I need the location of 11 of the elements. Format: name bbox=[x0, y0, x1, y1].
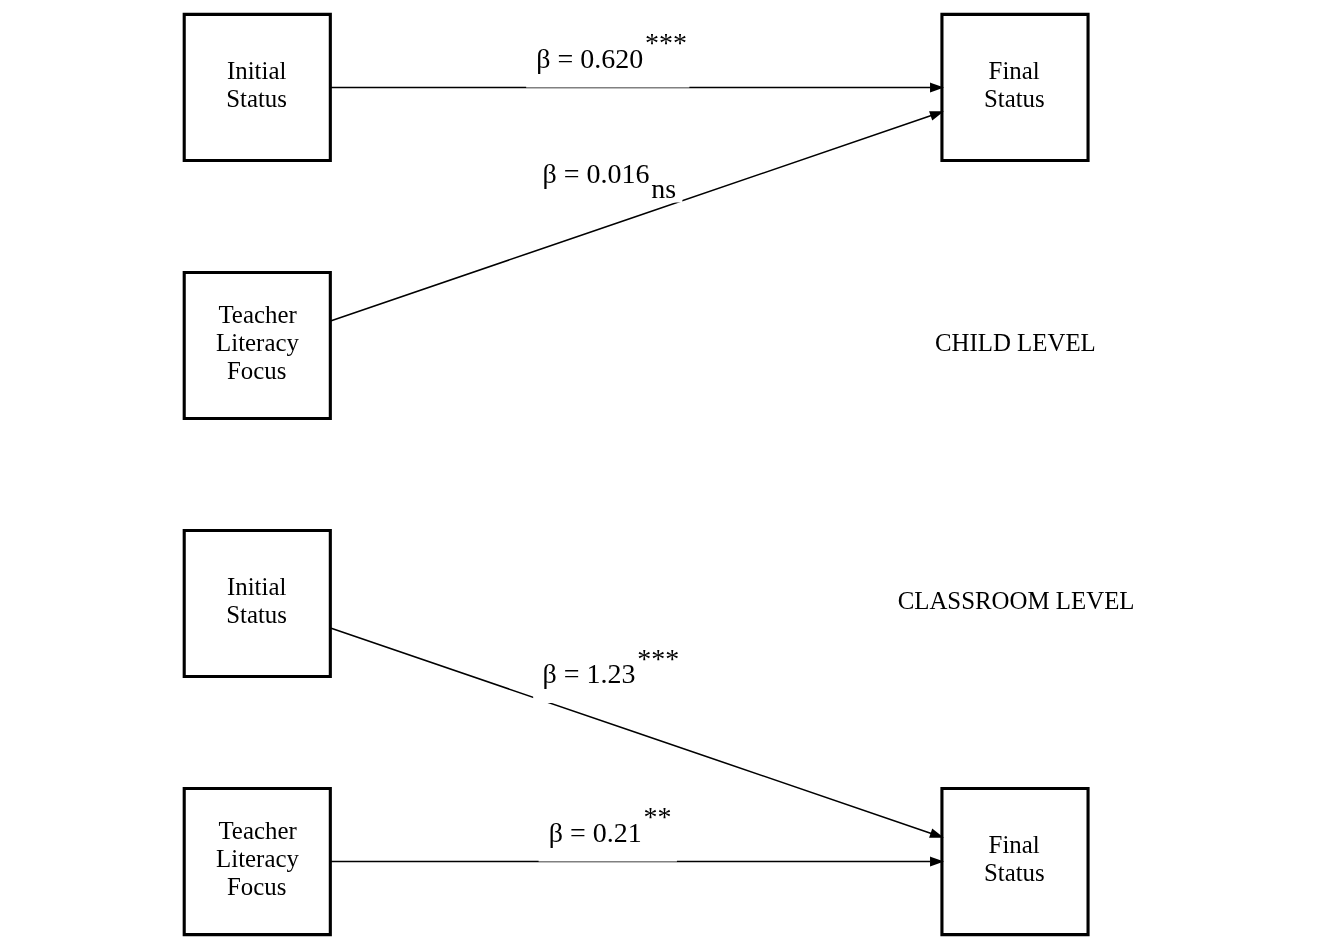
arrow bbox=[329, 82, 945, 93]
node-box: Teacher Literacy Focus bbox=[182, 270, 332, 421]
label: CLASSROOM LEVEL bbox=[897, 587, 1135, 615]
node-box: Teacher Literacy Focus bbox=[182, 786, 332, 937]
node-box: Initial Status bbox=[182, 528, 332, 679]
node-box: Final Status bbox=[940, 786, 1090, 937]
label: CHILD LEVEL bbox=[934, 329, 1096, 357]
arrow bbox=[329, 627, 944, 838]
arrow bbox=[329, 111, 944, 322]
node-box: Final Status bbox=[940, 12, 1090, 163]
node-box: Initial Status bbox=[182, 12, 332, 163]
